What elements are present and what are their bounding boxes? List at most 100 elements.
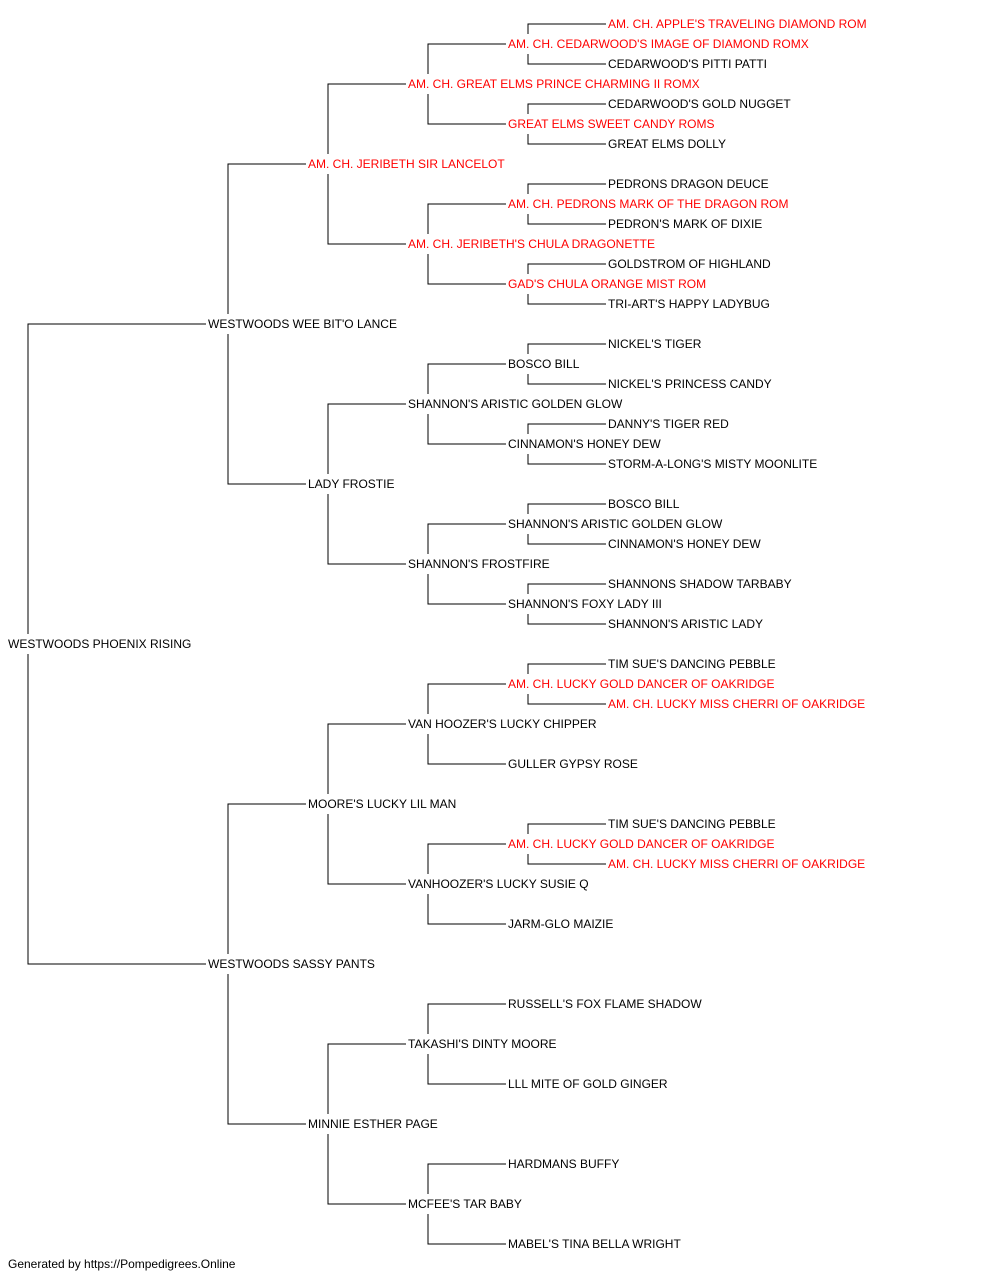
ancestor-name-gen4: JARM-GLO MAIZIE xyxy=(508,917,614,931)
connector-line xyxy=(527,183,606,194)
connector-line xyxy=(327,403,406,474)
connector-line xyxy=(527,663,606,674)
ancestor-name-gen4: AM. CH. LUCKY GOLD DANCER OF OAKRIDGE xyxy=(508,837,775,851)
connector-line xyxy=(227,334,306,485)
connector-line xyxy=(527,103,606,114)
connector-line xyxy=(527,214,606,225)
ancestor-name-gen4: CINNAMON'S HONEY DEW xyxy=(508,437,661,451)
ancestor-name-gen4: BOSCO BILL xyxy=(508,357,580,371)
connector-line xyxy=(327,1134,406,1205)
ancestor-name-gen5: PEDRON'S MARK OF DIXIE xyxy=(608,217,763,231)
connector-line xyxy=(427,414,506,445)
ancestor-name-gen3: TAKASHI'S DINTY MOORE xyxy=(408,1037,557,1051)
connector-line xyxy=(427,1054,506,1085)
connector-line xyxy=(527,134,606,145)
ancestor-name-gen5: TRI-ART'S HAPPY LADYBUG xyxy=(608,297,770,311)
ancestor-name-gen5: TIM SUE'S DANCING PEBBLE xyxy=(608,817,776,831)
connector-line xyxy=(427,734,506,765)
connector-line xyxy=(327,723,406,794)
ancestor-name-gen4: LLL MITE OF GOLD GINGER xyxy=(508,1077,668,1091)
ancestor-name-gen5: SHANNONS SHADOW TARBABY xyxy=(608,577,792,591)
connector-line xyxy=(527,343,606,354)
connector-line xyxy=(427,894,506,925)
ancestor-name-gen5: BOSCO BILL xyxy=(608,497,680,511)
connector-line xyxy=(427,1214,506,1245)
ancestor-name-gen4: SHANNON'S ARISTIC GOLDEN GLOW xyxy=(508,517,723,531)
connector-line xyxy=(427,523,506,554)
footer-credit: Generated by https://Pompedigrees.Online xyxy=(8,1257,236,1271)
connector-line xyxy=(427,1163,506,1194)
ancestor-name-gen2: AM. CH. JERIBETH SIR LANCELOT xyxy=(308,157,505,171)
ancestor-name-gen5: STORM-A-LONG'S MISTY MOONLITE xyxy=(608,457,818,471)
connector-line xyxy=(527,423,606,434)
ancestor-name-gen1: WESTWOODS WEE BIT'O LANCE xyxy=(208,317,397,331)
connector-line xyxy=(427,363,506,394)
ancestor-name-gen4: SHANNON'S FOXY LADY III xyxy=(508,597,662,611)
ancestor-name-gen3: SHANNON'S ARISTIC GOLDEN GLOW xyxy=(408,397,623,411)
connector-line xyxy=(427,43,506,74)
ancestor-name-gen4: AM. CH. CEDARWOOD'S IMAGE OF DIAMOND ROM… xyxy=(508,37,809,51)
ancestor-name-gen5: DANNY'S TIGER RED xyxy=(608,417,729,431)
connector-line xyxy=(327,1043,406,1114)
connector-line xyxy=(527,263,606,274)
connector-line xyxy=(27,654,206,965)
ancestor-name-gen1: WESTWOODS SASSY PANTS xyxy=(208,957,375,971)
connector-line xyxy=(527,294,606,305)
connector-line xyxy=(27,323,206,634)
connector-line xyxy=(227,163,306,314)
ancestor-name-gen4: RUSSELL'S FOX FLAME SHADOW xyxy=(508,997,702,1011)
connector-line xyxy=(527,614,606,625)
ancestor-name-gen4: AM. CH. LUCKY GOLD DANCER OF OAKRIDGE xyxy=(508,677,775,691)
ancestor-name-gen5: PEDRONS DRAGON DEUCE xyxy=(608,177,769,191)
connector-line xyxy=(527,583,606,594)
connector-line xyxy=(427,1003,506,1034)
connector-line xyxy=(327,494,406,565)
ancestor-name-gen5: GREAT ELMS DOLLY xyxy=(608,137,727,151)
ancestor-name-gen5: SHANNON'S ARISTIC LADY xyxy=(608,617,763,631)
connector-line xyxy=(527,503,606,514)
subject-dog-name: WESTWOODS PHOENIX RISING xyxy=(8,637,192,651)
ancestor-name-gen5: CEDARWOOD'S GOLD NUGGET xyxy=(608,97,791,111)
connector-line xyxy=(427,94,506,125)
connector-line xyxy=(527,694,606,705)
connector-line xyxy=(527,854,606,865)
connector-line xyxy=(327,814,406,885)
connector-line xyxy=(327,83,406,154)
connector-line xyxy=(427,843,506,874)
ancestor-name-gen5: AM. CH. LUCKY MISS CHERRI OF OAKRIDGE xyxy=(608,857,866,871)
ancestor-name-gen5: CEDARWOOD'S PITTI PATTI xyxy=(608,57,767,71)
ancestor-name-gen5: AM. CH. LUCKY MISS CHERRI OF OAKRIDGE xyxy=(608,697,866,711)
ancestor-name-gen5: GOLDSTROM OF HIGHLAND xyxy=(608,257,771,271)
connector-line xyxy=(527,54,606,65)
ancestor-name-gen3: VAN HOOZER'S LUCKY CHIPPER xyxy=(408,717,597,731)
ancestor-name-gen3: AM. CH. JERIBETH'S CHULA DRAGONETTE xyxy=(408,237,655,251)
ancestor-name-gen5: TIM SUE'S DANCING PEBBLE xyxy=(608,657,776,671)
ancestor-name-gen5: NICKEL'S PRINCESS CANDY xyxy=(608,377,772,391)
ancestor-name-gen2: MINNIE ESTHER PAGE xyxy=(308,1117,438,1131)
connector-line xyxy=(527,534,606,545)
connector-line xyxy=(527,374,606,385)
ancestor-name-gen3: VANHOOZER'S LUCKY SUSIE Q xyxy=(408,877,589,891)
connector-line xyxy=(427,574,506,605)
ancestor-name-gen5: CINNAMON'S HONEY DEW xyxy=(608,537,761,551)
ancestor-name-gen4: GULLER GYPSY ROSE xyxy=(508,757,638,771)
ancestor-name-gen3: AM. CH. GREAT ELMS PRINCE CHARMING II RO… xyxy=(408,77,700,91)
ancestor-name-gen2: MOORE'S LUCKY LIL MAN xyxy=(308,797,457,811)
connector-line xyxy=(427,254,506,285)
ancestor-name-gen4: HARDMANS BUFFY xyxy=(508,1157,620,1171)
connector-line xyxy=(227,974,306,1125)
ancestor-name-gen4: GREAT ELMS SWEET CANDY ROMS xyxy=(508,117,715,131)
connector-line xyxy=(427,683,506,714)
ancestor-name-gen3: SHANNON'S FROSTFIRE xyxy=(408,557,550,571)
connector-line xyxy=(527,823,606,834)
ancestor-name-gen4: GAD'S CHULA ORANGE MIST ROM xyxy=(508,277,707,291)
connector-line xyxy=(427,203,506,234)
ancestor-name-gen2: LADY FROSTIE xyxy=(308,477,395,491)
connector-line xyxy=(227,803,306,954)
ancestor-name-gen3: MCFEE'S TAR BABY xyxy=(408,1197,522,1211)
ancestor-name-gen4: MABEL'S TINA BELLA WRIGHT xyxy=(508,1237,681,1251)
connector-line xyxy=(327,174,406,245)
ancestor-name-gen5: AM. CH. APPLE'S TRAVELING DIAMOND ROM xyxy=(608,17,867,31)
connector-line xyxy=(527,23,606,34)
